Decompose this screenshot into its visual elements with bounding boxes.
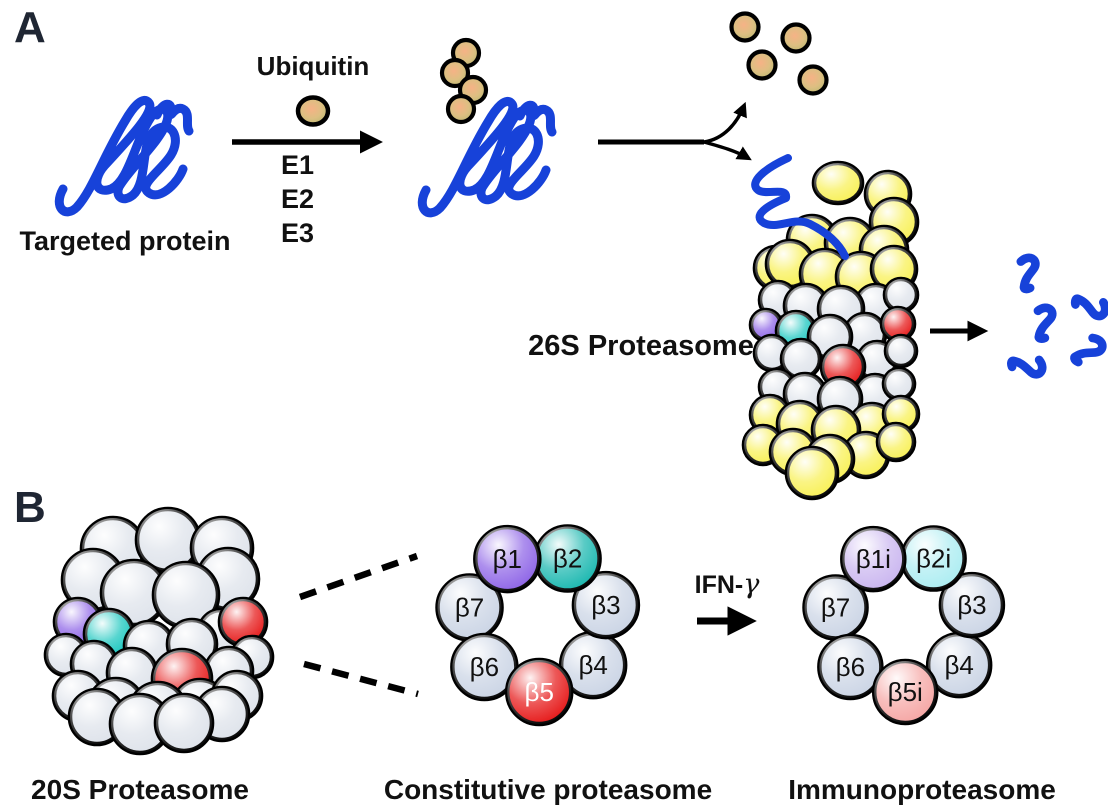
ubiquitin-label: Ubiquitin	[256, 51, 370, 81]
ubiquitinated-protein-scribble	[422, 101, 552, 212]
subunit-shine	[819, 635, 882, 698]
subunit-label-β7: β7	[455, 592, 484, 622]
enzyme-list: E1 E2 E3	[281, 148, 314, 250]
panel-a-label: A	[14, 3, 46, 52]
subunit-shine	[561, 633, 626, 698]
ubiquitin-release-arrow	[703, 101, 747, 144]
subunit-label-β1: β1	[493, 544, 522, 574]
sphere-shine	[878, 424, 914, 460]
ifn-prefix: IFN-	[694, 571, 744, 599]
subunit-shine	[940, 574, 1003, 637]
subunit-shine	[452, 634, 517, 699]
subunit-label-β3: β3	[591, 590, 620, 620]
proteasome-26s-barrel	[741, 160, 921, 501]
targeted-protein-label: Targeted protein	[19, 226, 231, 256]
subunit-label-β1i: β1i	[856, 544, 891, 574]
panel-b-label: B	[14, 483, 46, 532]
sphere-shine	[154, 563, 218, 627]
cross-section-dash-lower	[303, 660, 419, 698]
subunit-shine	[573, 573, 638, 638]
sphere-shine	[814, 163, 862, 203]
peptide-fragments	[1011, 257, 1106, 377]
enzyme-e3: E3	[281, 218, 315, 248]
sphere-shine	[782, 340, 820, 378]
polyubiquitin-chain	[439, 37, 489, 125]
subunit-shine	[874, 660, 937, 723]
enzyme-e1: E1	[281, 150, 315, 180]
proteasome-20s-label: 20S Proteasome	[31, 774, 249, 805]
subunit-label-β7: β7	[821, 592, 850, 622]
ifn-gamma-label: IFN-γ	[695, 569, 760, 600]
subunit-shine	[804, 576, 867, 639]
subunit-shine	[507, 659, 572, 724]
subunit-shine	[902, 527, 965, 590]
subunit-shine	[842, 528, 905, 591]
sphere-shine	[882, 308, 914, 340]
sphere-shine	[156, 695, 212, 751]
subunit-shine	[928, 634, 991, 697]
proteasome-20s-barrel	[43, 506, 275, 756]
subunit-label-β6: β6	[836, 652, 865, 682]
enzyme-e2: E2	[281, 184, 315, 214]
subunit-label-β2: β2	[553, 544, 582, 574]
sphere-shine	[787, 448, 837, 498]
ifn-gamma-glyph: γ	[743, 569, 760, 600]
sphere-shine	[884, 369, 914, 399]
constitutive-proteasome-label: Constitutive proteasome	[383, 774, 713, 805]
protein-to-proteasome-arrow	[703, 140, 752, 161]
ubiquitin-molecule	[295, 95, 331, 127]
subunit-shine	[437, 575, 502, 640]
subunit-label-β5: β5	[525, 677, 554, 707]
subunit-label-β6: β6	[470, 652, 499, 682]
sphere-shine	[751, 310, 781, 340]
cross-section-dash-upper	[298, 552, 419, 601]
subunit-shine	[535, 526, 600, 591]
immunoproteasome-label: Immunoproteasome	[788, 774, 1056, 805]
sphere-shine	[885, 279, 917, 311]
subunit-label-β3: β3	[957, 590, 986, 620]
subunit-label-β4: β4	[944, 650, 973, 680]
subunit-label-β2i: β2i	[916, 544, 951, 574]
sphere-shine	[137, 509, 199, 571]
constitutive-proteasome-ring: β7 β6 β4 β3 β2 β1 β5	[435, 524, 641, 727]
sphere-shine	[102, 561, 166, 625]
released-ubiquitins	[729, 11, 829, 96]
subunit-label-β4: β4	[578, 650, 607, 680]
sphere-shine	[220, 599, 266, 645]
subunit-label-β5i: β5i	[888, 677, 923, 707]
sphere-shine	[111, 695, 169, 753]
protein-entering-squiggle	[751, 154, 849, 260]
sphere-shine	[886, 336, 916, 366]
subunit-shine	[475, 527, 540, 592]
proteasome-26s-label: 26S Proteasome	[528, 330, 754, 362]
